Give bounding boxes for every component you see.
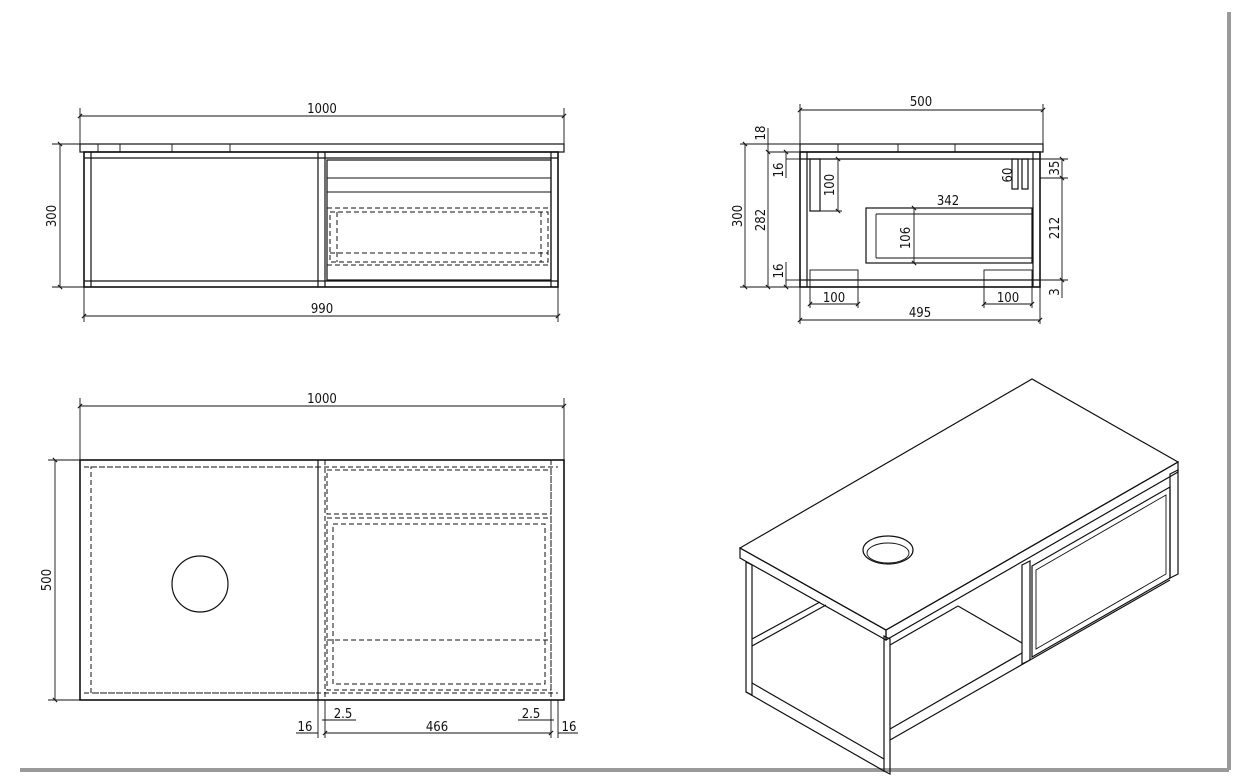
foot-left-label: 100 xyxy=(823,291,845,306)
gap-3-label: 3 xyxy=(1048,288,1063,295)
clear-right-label: 2.5 xyxy=(522,707,541,722)
sheet-border xyxy=(20,12,1231,772)
basin-hole xyxy=(171,555,229,613)
top-thickness-label: 18 xyxy=(754,126,769,141)
side-inner-height-label: 282 xyxy=(754,209,769,231)
frame-left-label: 16 xyxy=(298,720,313,735)
side-view: 500 495 100 100 300 282 18 16 16 100 xyxy=(731,95,1068,324)
front-width-label: 1000 xyxy=(307,102,337,117)
drawer-height-label: 106 xyxy=(899,227,914,249)
side-bottom-depth-label: 495 xyxy=(909,306,931,321)
drawer-depth-label: 342 xyxy=(937,194,959,209)
leg-top-label: 16 xyxy=(772,163,787,178)
plan-view: 1000 500 16 466 16 2.5 2.5 xyxy=(40,392,578,738)
foot-right-label: 100 xyxy=(997,291,1019,306)
small-60-label: 60 xyxy=(1001,168,1016,183)
right-212-label: 212 xyxy=(1048,217,1063,239)
support-height-label: 100 xyxy=(823,174,838,196)
isometric-view xyxy=(738,378,1180,775)
plan-depth-label: 500 xyxy=(40,569,55,591)
side-height-label: 300 xyxy=(731,205,746,227)
front-height-label: 300 xyxy=(45,205,60,227)
clear-left-label: 2.5 xyxy=(334,707,353,722)
frame-right-label: 16 xyxy=(562,720,577,735)
leg-bottom-label: 16 xyxy=(772,264,787,279)
gap-35-label: 35 xyxy=(1048,161,1063,176)
iso-basin-hole xyxy=(862,535,914,565)
drawer-width-label: 466 xyxy=(426,720,448,735)
side-depth-label: 500 xyxy=(910,95,932,110)
plan-width-label: 1000 xyxy=(307,392,337,407)
front-bottom-width-label: 990 xyxy=(311,302,333,317)
front-view: 1000 990 300 xyxy=(45,102,567,322)
